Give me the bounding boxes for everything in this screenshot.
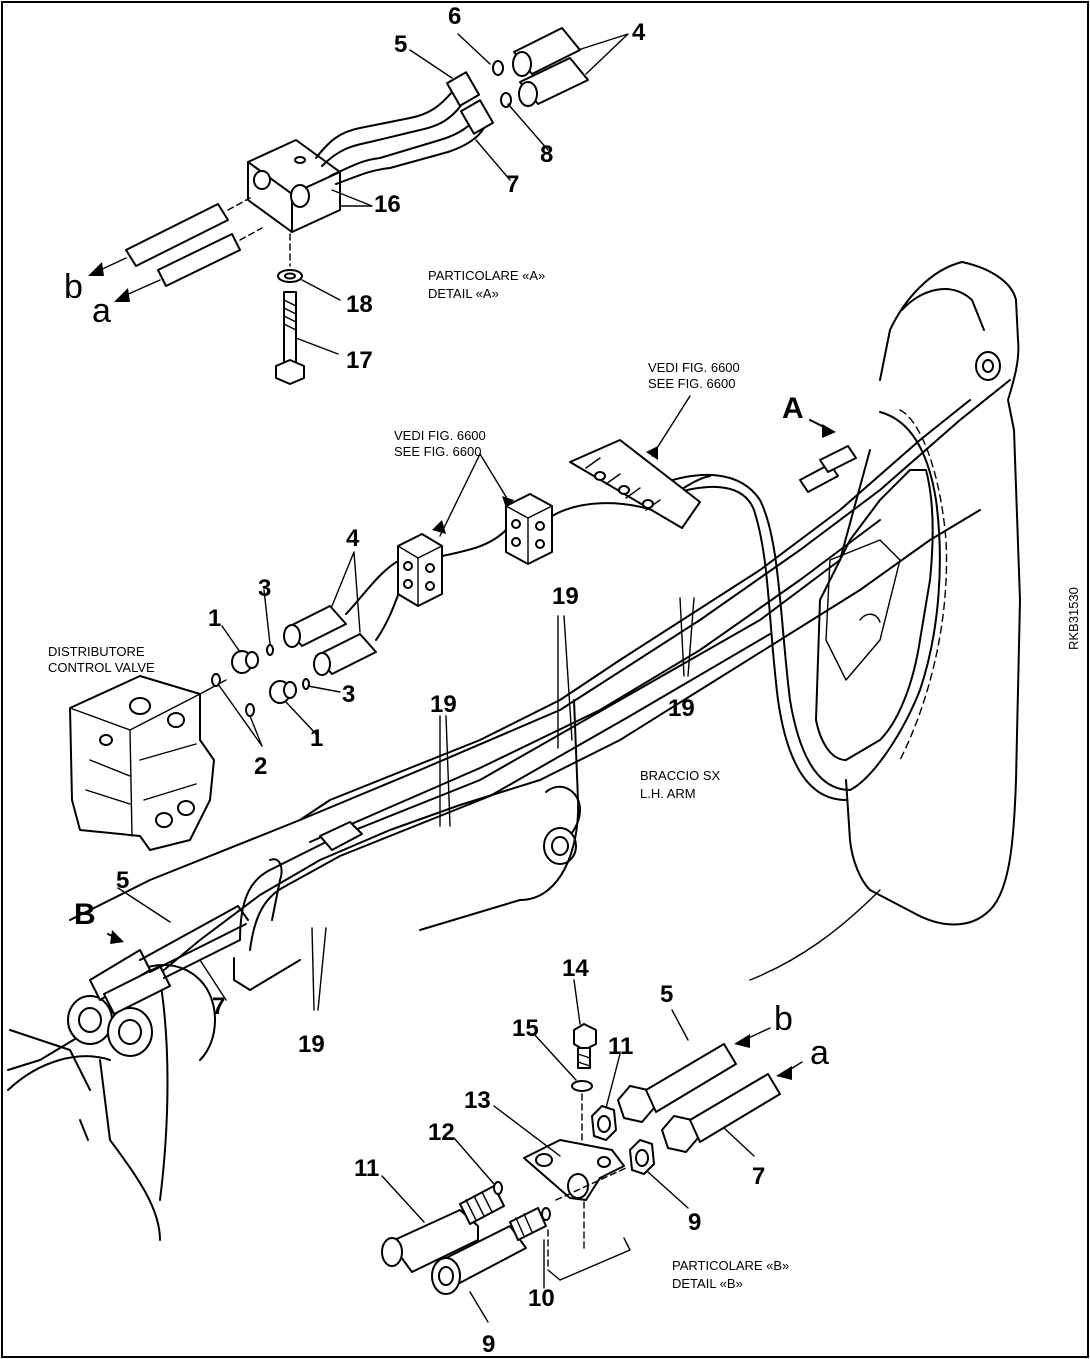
view-markers: A B — [74, 392, 804, 931]
callout-5-left: 5 — [116, 867, 129, 894]
callout-5: 5 — [394, 31, 407, 58]
callout-3-upper: 3 — [258, 575, 271, 602]
callout-numbers: 6 5 4 8 7 16 b a 18 17 4 3 1 3 1 2 19 19… — [64, 3, 829, 1358]
callout-13: 13 — [464, 1087, 491, 1114]
view-marker-a: A — [782, 392, 804, 425]
callout-17: 17 — [346, 347, 373, 374]
callout-1-upper: 1 — [208, 605, 221, 632]
callout-1-lower: 1 — [310, 725, 323, 752]
control-valve — [69, 675, 227, 851]
callout-19-bottom: 19 — [298, 1031, 325, 1058]
control-valve-label-it: DISTRIBUTORE — [48, 644, 145, 659]
callout-16: 16 — [374, 191, 401, 218]
callout-18: 18 — [346, 291, 373, 318]
hose-label-a: a — [92, 292, 111, 330]
detail-b-title-it: PARTICOLARE «B» — [672, 1258, 789, 1273]
hose-label-a-bottom: a — [810, 1034, 829, 1072]
callout-6: 6 — [448, 3, 461, 30]
callout-7-left: 7 — [212, 993, 225, 1020]
callout-5-bottom: 5 — [660, 981, 673, 1008]
callout-9-right: 9 — [688, 1209, 701, 1236]
callout-2: 2 — [254, 753, 267, 780]
see-fig-upper-it: VEDI FIG. 6600 — [648, 360, 740, 375]
callout-15: 15 — [512, 1015, 539, 1042]
callout-7: 7 — [506, 171, 519, 198]
callout-10: 10 — [528, 1285, 555, 1312]
callout-11-lower: 11 — [354, 1155, 379, 1182]
detail-a-title-it: PARTICOLARE «A» — [428, 268, 545, 283]
notes: PARTICOLARE «A» DETAIL «A» VEDI FIG. 660… — [48, 268, 1081, 1291]
detail-b-assembly — [107, 887, 803, 1323]
see-fig-lower-it: VEDI FIG. 6600 — [394, 428, 486, 443]
arm-label-en: L.H. ARM — [640, 786, 696, 801]
detail-a-title-en: DETAIL «A» — [428, 286, 499, 301]
arm-label-it: BRACCIO SX — [640, 768, 721, 783]
hose-label-b: b — [64, 268, 83, 306]
callout-9-bottom: 9 — [482, 1331, 495, 1358]
view-marker-b: B — [74, 898, 96, 931]
callout-14: 14 — [562, 955, 589, 982]
callout-4: 4 — [632, 19, 646, 46]
callout-19-right: 19 — [668, 695, 695, 722]
callout-4-mid: 4 — [346, 525, 360, 552]
callout-19-left: 19 — [430, 691, 457, 718]
callout-19-mid: 19 — [552, 583, 579, 610]
valve-fittings — [211, 395, 836, 747]
callout-7-bottom: 7 — [752, 1163, 765, 1190]
see-fig-lower-en: SEE FIG. 6600 — [394, 444, 481, 459]
hose-label-b-bottom: b — [774, 1000, 793, 1038]
callout-8: 8 — [540, 141, 553, 168]
detail-a-assembly — [88, 27, 629, 385]
callout-3-lower: 3 — [342, 681, 355, 708]
callout-11-upper: 11 — [608, 1033, 633, 1060]
callout-12: 12 — [428, 1119, 455, 1146]
clamp-leaders-19 — [311, 597, 695, 1011]
control-valve-label-en: CONTROL VALVE — [48, 660, 155, 675]
lh-arm — [7, 261, 1021, 1241]
see-fig-upper-en: SEE FIG. 6600 — [648, 376, 735, 391]
drawing-code: RKB31530 — [1066, 587, 1081, 650]
detail-b-title-en: DETAIL «B» — [672, 1276, 743, 1291]
